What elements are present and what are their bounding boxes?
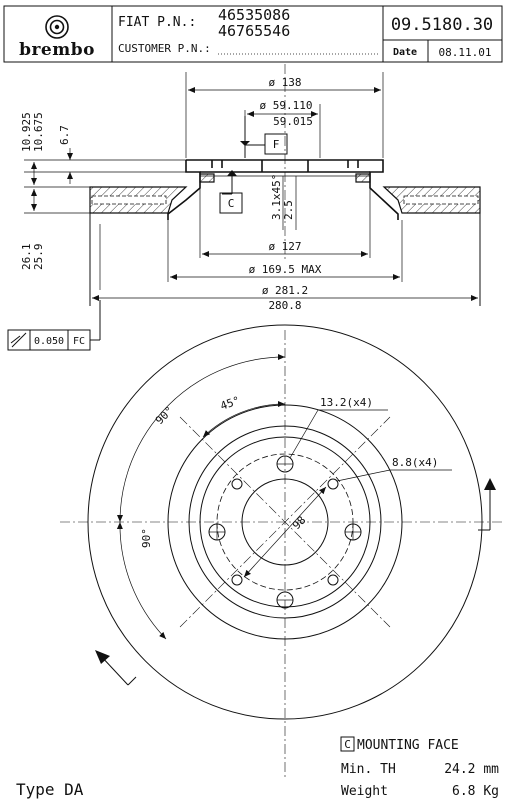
footer-c-box: C — [344, 738, 351, 751]
type-label: Type DA — [16, 780, 84, 799]
datum-c-label: C — [228, 197, 235, 210]
fiat-pn-2: 46765546 — [218, 22, 290, 40]
rotation-arrow-right-icon — [478, 478, 496, 531]
weight-label: Weight — [341, 784, 388, 799]
tolerance-datum: FC — [73, 336, 85, 347]
customer-pn-label: CUSTOMER P.N.: — [118, 42, 211, 55]
date-value: 08.11.01 — [439, 46, 492, 59]
rotation-arrow-left-icon — [95, 650, 137, 686]
min-th-label: Min. TH — [341, 762, 396, 777]
footer-notes: C MOUNTING FACE Min. TH 24.2 mm Weight 6… — [16, 736, 499, 799]
label-angle-45: 45° — [219, 394, 242, 413]
label-pcd: 98 — [290, 514, 309, 533]
dim-h259: 25.9 — [32, 244, 45, 271]
part-number: 09.5180.30 — [391, 15, 493, 35]
dim-chamfer: 3.1x45° — [270, 174, 283, 220]
dim-d2808: 280.8 — [268, 299, 301, 312]
label-angle-90-top: 90° — [153, 404, 176, 427]
dim-h10675: 10.675 — [32, 112, 45, 152]
dim-d59110: ø 59.110 — [260, 99, 313, 112]
fiat-pn-1: 46535086 — [218, 6, 290, 24]
dim-d138: ø 138 — [268, 76, 301, 89]
label-hole-small: 8.8(x4) — [392, 456, 438, 469]
dim-h10925: 10.925 — [20, 112, 33, 152]
tolerance-frame: 0.050 FC — [7, 300, 101, 351]
front-view: 13.2(x4) 8.8(x4) 98 45° 90° 90° — [60, 324, 505, 780]
dim-d2812: ø 281.2 — [262, 284, 308, 297]
brand-name: brembo — [19, 40, 95, 60]
mounting-face-label: MOUNTING FACE — [357, 738, 459, 753]
weight-value: 6.8 Kg — [452, 784, 499, 799]
cross-section-view: F C ø 138 ø 59.110 59.015 3.1x45° 2.5 ø … — [7, 64, 481, 351]
dim-h261: 26.1 — [20, 244, 33, 271]
dim-59015: 59.015 — [273, 115, 313, 128]
flatness-icon — [11, 332, 27, 348]
dim-d127: ø 127 — [268, 240, 301, 253]
fiat-pn-label: FIAT P.N.: — [118, 15, 196, 30]
dim-h67: 6.7 — [58, 125, 71, 145]
title-block: brembo FIAT P.N.: 46535086 46765546 CUST… — [3, 5, 503, 63]
dim-d1695: ø 169.5 MAX — [249, 263, 322, 276]
label-hole-large: 13.2(x4) — [320, 396, 373, 409]
tolerance-value: 0.050 — [34, 336, 64, 347]
dim-h25: 2.5 — [282, 200, 295, 220]
label-angle-90-left: 90° — [140, 528, 153, 548]
datum-f-label: F — [273, 138, 280, 151]
min-th-value: 24.2 mm — [444, 762, 499, 777]
date-label: Date — [393, 47, 417, 58]
brembo-logo: brembo — [19, 15, 95, 60]
